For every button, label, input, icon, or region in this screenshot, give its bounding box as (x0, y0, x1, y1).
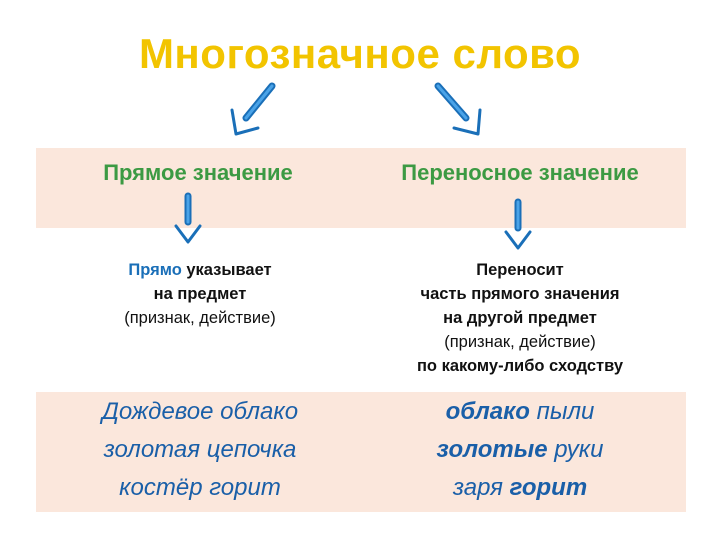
figurative-examples: облако пыли золотые руки заря горит (360, 393, 680, 507)
figurative-meaning-definition: Переносит часть прямого значения на друг… (350, 258, 690, 378)
definition-line: Прямо указывает (40, 258, 360, 282)
arrow-down-right-icon (434, 82, 482, 136)
definition-line: (признак, действие) (124, 309, 276, 327)
heading-direct-meaning: Прямое значение (103, 160, 293, 185)
example-keyword: золотые (436, 436, 548, 463)
definition-text: указывает (181, 261, 272, 279)
definition-keyword: Прямо (128, 261, 182, 279)
definition-line: Переносит (476, 261, 564, 279)
direct-meaning-definition: Прямо указывает на предмет (признак, дей… (40, 258, 360, 330)
example-item: костёр горит (119, 474, 281, 501)
definition-line: часть прямого значения (420, 285, 620, 303)
example-item: Дождевое облако (101, 398, 299, 425)
example-text: руки (547, 436, 604, 463)
example-text: пыли (529, 398, 595, 425)
arrow-down-left-icon (230, 82, 276, 136)
example-item: золотые руки (360, 431, 680, 469)
example-item: заря горит (360, 469, 680, 507)
example-item: золотая цепочка (103, 436, 297, 463)
example-text: заря (452, 474, 510, 501)
definition-line: на другой предмет (443, 309, 597, 327)
definition-line: по какому-либо сходству (416, 357, 624, 375)
example-keyword: горит (509, 474, 588, 501)
heading-figurative-meaning: Переносное значение (401, 160, 639, 185)
example-item: облако пыли (360, 393, 680, 431)
definition-line: (признак, действие) (444, 333, 596, 351)
headings-band (36, 148, 686, 228)
direct-examples: Дождевое облако золотая цепочка костёр г… (40, 393, 360, 507)
example-keyword: облако (445, 398, 530, 425)
page-title: Многозначное слово (138, 30, 582, 77)
examples-band (36, 392, 686, 512)
definition-line: на предмет (153, 285, 247, 303)
